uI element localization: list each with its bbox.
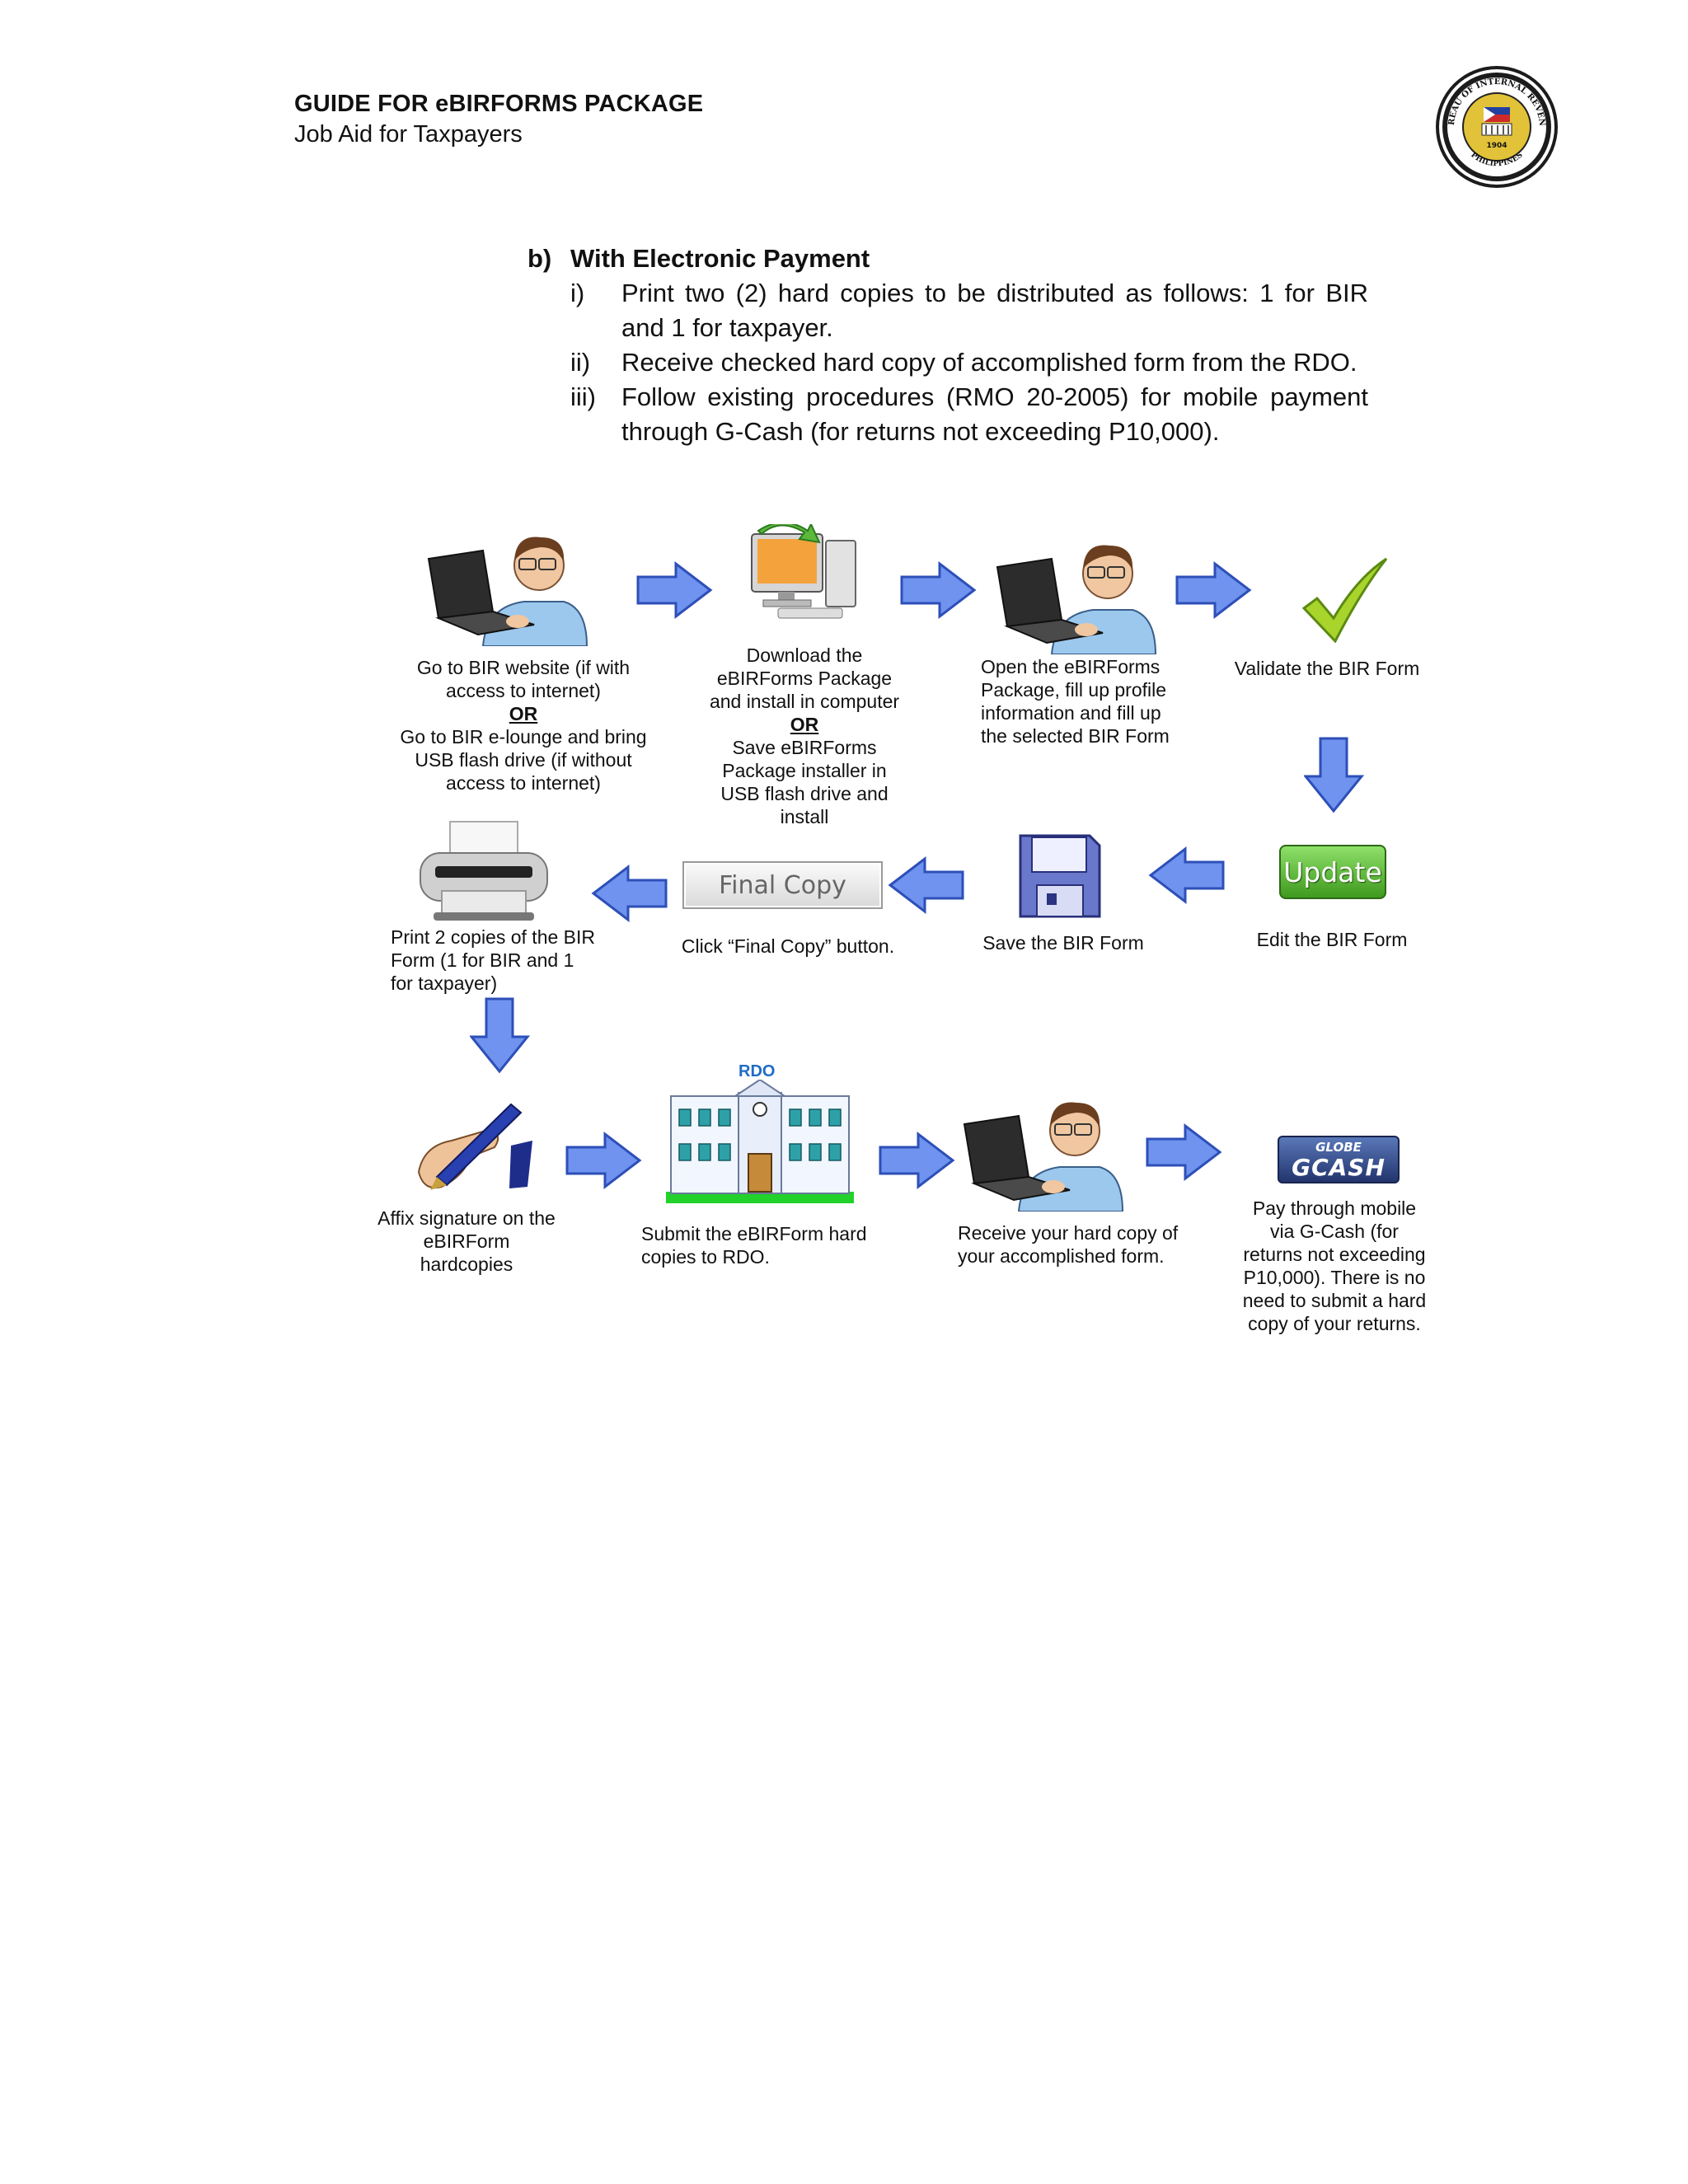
arrow-right-icon xyxy=(636,560,713,620)
step-open-package-caption: Open the eBIRForms Package, fill up prof… xyxy=(981,656,1170,747)
floppy-disk-icon xyxy=(1019,834,1101,918)
step-receive-caption: Receive your hard copy of your accomplis… xyxy=(958,1222,1179,1267)
update-button-label: Update xyxy=(1283,855,1382,888)
step-save-caption: Save the BIR Form xyxy=(982,932,1144,954)
list-item-text: Receive checked hard copy of accomplishe… xyxy=(621,348,1357,377)
section-heading: b) With Electronic Payment xyxy=(528,241,1368,276)
bir-seal-logo: BUREAU OF INTERNAL REVENUE PHILIPPINES 1… xyxy=(1434,64,1558,188)
person-laptop-icon xyxy=(427,537,588,646)
final-copy-button[interactable]: Final Copy xyxy=(682,861,883,909)
person-laptop-icon xyxy=(996,545,1157,654)
arrow-down-icon xyxy=(470,997,531,1074)
step-print-caption: Print 2 copies of the BIR Form (1 for BI… xyxy=(391,926,596,994)
checkmark-icon xyxy=(1301,557,1388,643)
arrow-left-icon xyxy=(888,855,964,915)
final-copy-button-label: Final Copy xyxy=(719,870,846,900)
document-title: GUIDE FOR eBIRFORMS PACKAGE xyxy=(294,91,704,117)
computer-download-icon xyxy=(751,524,856,619)
step-pay-gcash-caption: Pay through mobile via G-Cash (for retur… xyxy=(1242,1197,1427,1334)
list-item: i) Print two (2) hard copies to be distri… xyxy=(570,276,1368,345)
list-item-text: Follow existing procedures (RMO 20-2005)… xyxy=(621,382,1368,446)
step-affix-signature-caption: Affix signature on the eBIRForm hardcopi… xyxy=(377,1207,556,1275)
list-item-text: Print two (2) hard copies to be distribu… xyxy=(621,279,1368,342)
arrow-down-icon xyxy=(1304,737,1365,813)
list-item: iii) Follow existing procedures (RMO 20-2… xyxy=(570,380,1368,449)
arrow-right-icon xyxy=(879,1131,955,1190)
section-heading-text: With Electronic Payment xyxy=(570,244,870,273)
arrow-right-icon xyxy=(1175,560,1252,620)
arrow-right-icon xyxy=(900,560,977,620)
section-label: b) xyxy=(528,244,552,273)
electronic-payment-section: b) With Electronic Payment i) Print two (2… xyxy=(528,241,1368,449)
list-item: ii) Receive checked hard copy of accompli… xyxy=(570,345,1368,380)
arrow-right-icon xyxy=(1146,1122,1222,1182)
step-download-caption: Download the eBIRForms Package and insta… xyxy=(709,644,900,827)
update-button[interactable]: Update xyxy=(1279,845,1386,899)
document-subtitle: Job Aid for Taxpayers xyxy=(294,121,523,148)
step-final-copy-caption: Click “Final Copy” button. xyxy=(681,935,895,957)
svg-text:1904: 1904 xyxy=(1486,142,1507,150)
arrow-left-icon xyxy=(1148,846,1225,905)
rdo-label: RDO xyxy=(738,1062,776,1080)
step-go-to-bir-caption: Go to BIR website (if with access to int… xyxy=(400,657,647,794)
payment-steps-list: i) Print two (2) hard copies to be distri… xyxy=(570,276,1368,449)
arrow-right-icon xyxy=(565,1131,642,1190)
list-item-number: ii) xyxy=(570,348,591,377)
person-laptop-icon xyxy=(963,1102,1124,1212)
gcash-logo: GLOBE GCASH xyxy=(1278,1136,1400,1183)
page-header: GUIDE FOR eBIRFORMS PACKAGE Job Aid for … xyxy=(294,91,703,148)
signing-hand-icon xyxy=(417,1103,532,1190)
step-validate-caption: Validate the BIR Form xyxy=(1234,658,1420,679)
list-item-number: i) xyxy=(570,279,585,307)
step-submit-caption: Submit the eBIRForm hard copies to RDO. xyxy=(641,1223,867,1268)
list-item-number: iii) xyxy=(570,382,596,411)
printer-icon xyxy=(420,821,548,921)
rdo-building-icon xyxy=(666,1080,854,1203)
arrow-left-icon xyxy=(591,864,668,923)
step-edit-caption: Edit the BIR Form xyxy=(1256,929,1408,950)
